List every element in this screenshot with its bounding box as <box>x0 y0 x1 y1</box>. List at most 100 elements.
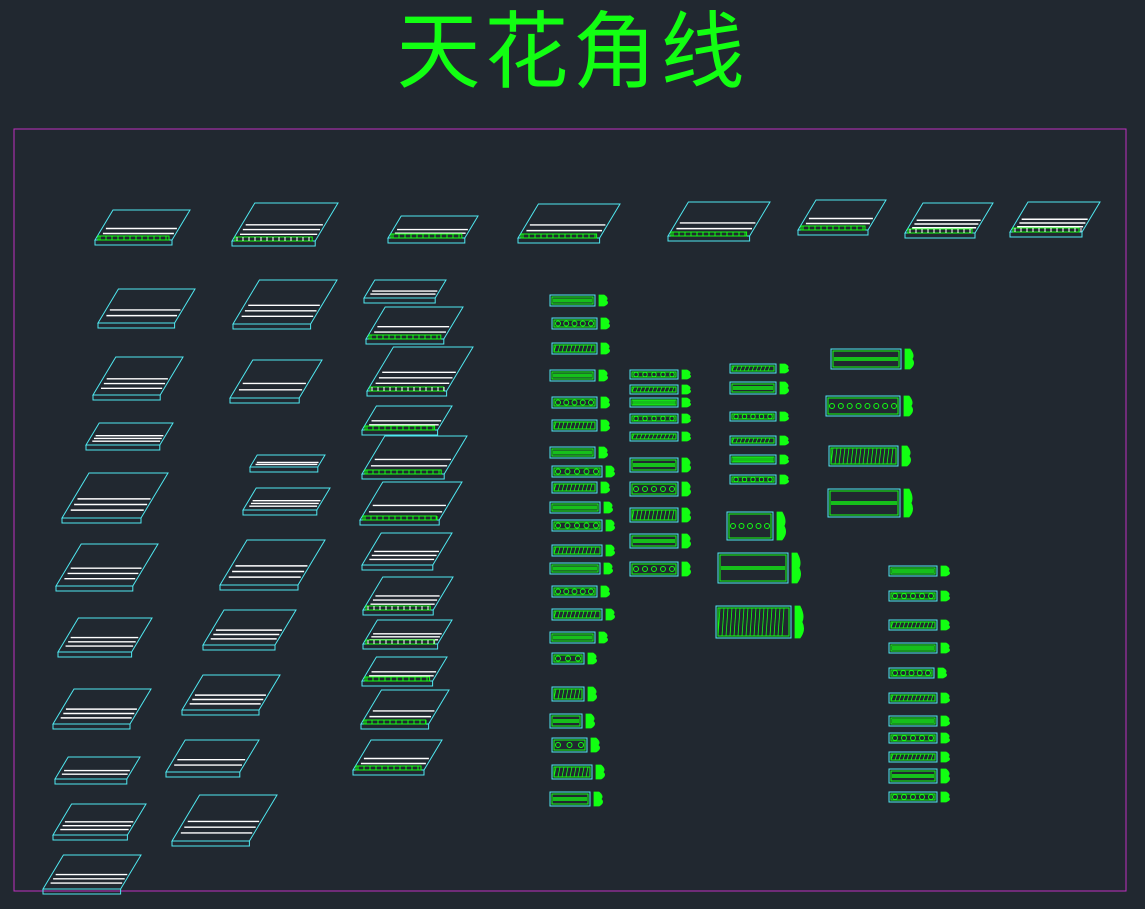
isometric-molding <box>361 435 468 480</box>
molding-profile-detail <box>549 446 608 459</box>
molding-profile-detail <box>888 768 950 784</box>
molding-profile-detail <box>888 715 950 727</box>
isometric-molding <box>42 854 142 895</box>
isometric-molding <box>92 356 184 401</box>
molding-profile-detail <box>551 419 610 432</box>
molding-profile-detail <box>551 519 615 532</box>
isometric-molding <box>54 756 141 785</box>
isometric-molding <box>97 288 196 329</box>
molding-profile-detail <box>888 751 950 763</box>
molding-profile-detail <box>549 501 613 514</box>
molding-profile-detail <box>825 395 913 417</box>
isometric-molding <box>165 739 260 778</box>
molding-profile-detail <box>551 544 615 557</box>
molding-profile-detail <box>549 369 608 382</box>
isometric-molding <box>85 422 174 451</box>
isometric-molding <box>387 215 479 244</box>
molding-profile-detail <box>551 317 610 330</box>
isometric-molding <box>363 279 447 304</box>
molding-profile-detail <box>888 619 950 631</box>
molding-profile-detail <box>827 488 913 518</box>
molding-profile-detail <box>888 642 950 654</box>
isometric-molding <box>52 688 152 730</box>
isometric-molding <box>171 794 278 847</box>
molding-profile-detail <box>888 565 950 577</box>
isometric-molding <box>365 306 464 345</box>
molding-profile-detail <box>629 413 691 424</box>
drawing-frame <box>13 128 1127 892</box>
molding-profile-detail <box>717 552 801 584</box>
molding-profile-detail <box>551 396 610 409</box>
isometric-molding <box>52 803 147 841</box>
molding-profile-detail <box>888 692 950 704</box>
molding-profile-detail <box>551 342 610 355</box>
molding-profile-detail <box>549 791 603 807</box>
molding-profile-detail <box>729 363 789 374</box>
molding-profile-detail <box>551 481 610 494</box>
isometric-molding <box>517 203 621 244</box>
isometric-molding <box>219 539 326 591</box>
isometric-molding <box>360 689 450 730</box>
isometric-molding <box>361 532 453 571</box>
isometric-molding <box>181 674 281 716</box>
molding-profile-detail <box>629 533 691 549</box>
isometric-molding <box>797 199 887 236</box>
isometric-molding <box>359 481 463 526</box>
molding-profile-detail <box>888 791 950 803</box>
molding-profile-detail <box>629 507 691 523</box>
molding-profile-detail <box>551 608 615 621</box>
isometric-molding <box>94 209 191 246</box>
molding-profile-detail <box>551 737 600 753</box>
isometric-molding <box>242 487 331 516</box>
isometric-molding <box>61 472 169 524</box>
molding-profile-detail <box>888 667 947 679</box>
molding-profile-detail <box>729 435 789 446</box>
molding-profile-detail <box>551 764 605 780</box>
molding-profile-detail <box>629 369 691 380</box>
molding-profile-detail <box>551 585 610 598</box>
isometric-molding <box>362 619 453 650</box>
molding-profile-detail <box>888 732 950 744</box>
molding-profile-detail <box>549 294 608 307</box>
isometric-molding <box>232 279 338 330</box>
isometric-molding <box>904 202 994 239</box>
molding-profile-detail <box>888 590 950 602</box>
isometric-molding <box>231 202 339 247</box>
isometric-molding <box>362 576 454 616</box>
molding-profile-detail <box>629 397 691 408</box>
isometric-molding <box>249 454 326 473</box>
molding-profile-detail <box>629 431 691 442</box>
molding-profile-detail <box>828 445 911 467</box>
isometric-molding <box>667 201 771 242</box>
molding-profile-detail <box>729 454 789 465</box>
molding-profile-detail <box>551 686 597 702</box>
molding-profile-detail <box>729 411 789 422</box>
molding-profile-detail <box>629 384 691 395</box>
isometric-molding <box>361 656 448 687</box>
molding-profile-detail <box>549 713 595 729</box>
isometric-molding <box>361 405 453 436</box>
isometric-molding <box>57 617 153 658</box>
isometric-molding-group <box>42 199 1101 895</box>
drawing-title: 天花角线 <box>396 3 749 101</box>
isometric-molding <box>202 609 297 651</box>
molding-profile-detail <box>715 605 804 639</box>
molding-profile-detail <box>729 474 789 485</box>
molding-profile-detail <box>729 381 789 395</box>
molding-profile-detail <box>830 348 914 370</box>
isometric-molding <box>229 359 323 404</box>
isometric-molding <box>352 739 443 776</box>
molding-profile-detail <box>629 561 691 577</box>
molding-profile-detail <box>629 481 691 497</box>
profile-molding-group <box>549 294 950 807</box>
molding-profile-detail <box>551 652 597 665</box>
molding-profile-detail <box>629 457 691 473</box>
molding-profile-detail <box>726 511 786 541</box>
isometric-molding <box>1009 201 1101 238</box>
isometric-molding <box>366 346 474 397</box>
isometric-molding <box>55 543 159 592</box>
molding-profile-detail <box>551 465 615 478</box>
molding-profile-detail <box>549 562 613 575</box>
molding-profile-detail <box>549 631 608 644</box>
